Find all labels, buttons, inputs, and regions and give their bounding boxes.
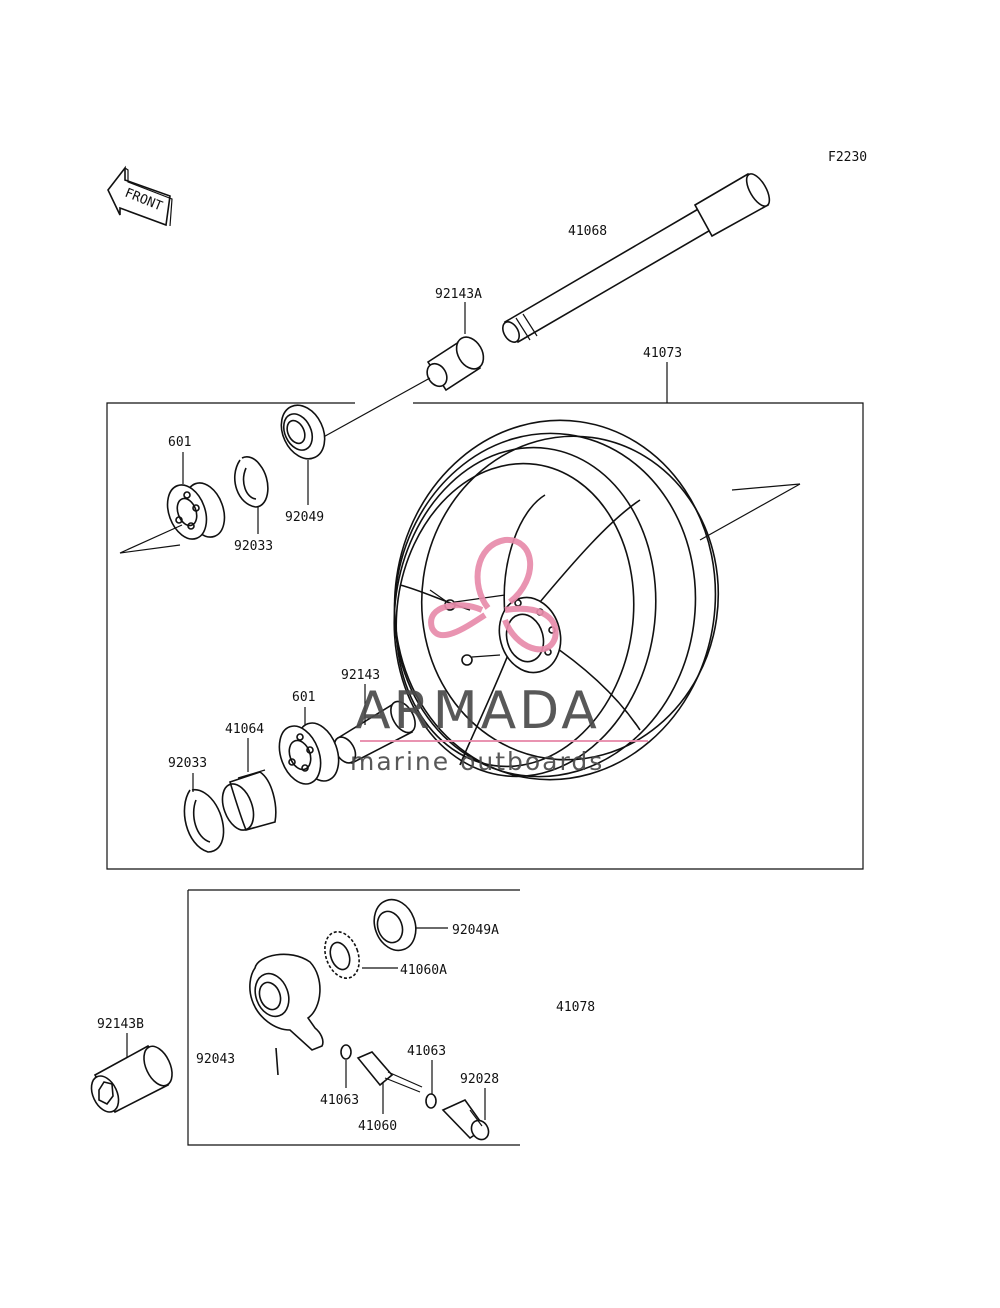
label-41060: 41060 [358,1119,397,1134]
label-41063-upper: 41063 [407,1044,446,1059]
armada-logo-icon [428,536,559,653]
label-601-right: 601 [292,690,315,705]
washer-upper-part [425,1093,437,1109]
wheel-assembly-frame [106,402,864,870]
label-92028: 92028 [460,1072,499,1087]
label-41064: 41064 [225,722,264,737]
circlip-left-part [234,456,269,508]
label-41068: 41068 [568,224,607,239]
watermark: ARMADA marine outboards [350,536,648,776]
axle-part [502,172,771,344]
diagram-code: F2230 [828,150,867,165]
label-92143: 92143 [341,668,380,683]
label-92143a: 92143A [435,287,482,302]
gearbox-housing-part [249,953,324,1051]
label-601-left: 601 [168,435,191,450]
label-92143b: 92143B [97,1017,144,1032]
label-92043: 92043 [196,1052,235,1067]
label-92033-left: 92033 [234,539,273,554]
bearing-left-part [166,482,226,540]
gearbox-assembly-frame [187,889,520,1146]
label-41073: 41073 [643,346,682,361]
hub-collar-part [221,769,277,831]
collar-b-part [90,1044,173,1114]
label-41060a: 41060A [400,963,447,978]
front-arrow-icon: FRONT [107,165,173,227]
label-92033-right: 92033 [168,756,207,771]
wheel-part [393,419,801,781]
watermark-tagline: marine outboards [350,747,604,776]
gear-drive-part [324,930,360,980]
label-41063-lower: 41063 [320,1093,359,1108]
label-92049a: 92049A [452,923,499,938]
bearing-right-part [278,722,340,785]
bushing-part [441,1098,490,1141]
watermark-brand: ARMADA [355,681,600,741]
circlip-right-part [183,788,225,853]
collar-part [333,700,416,765]
label-92049: 92049 [285,510,324,525]
collar-a-part [426,336,485,392]
pinion-part [356,1051,423,1093]
seal-left-part [280,404,326,460]
washer-lower-part [340,1044,352,1060]
label-41078: 41078 [556,1000,595,1015]
seal-gearbox-part [373,898,417,952]
leader-lines [126,302,668,1120]
